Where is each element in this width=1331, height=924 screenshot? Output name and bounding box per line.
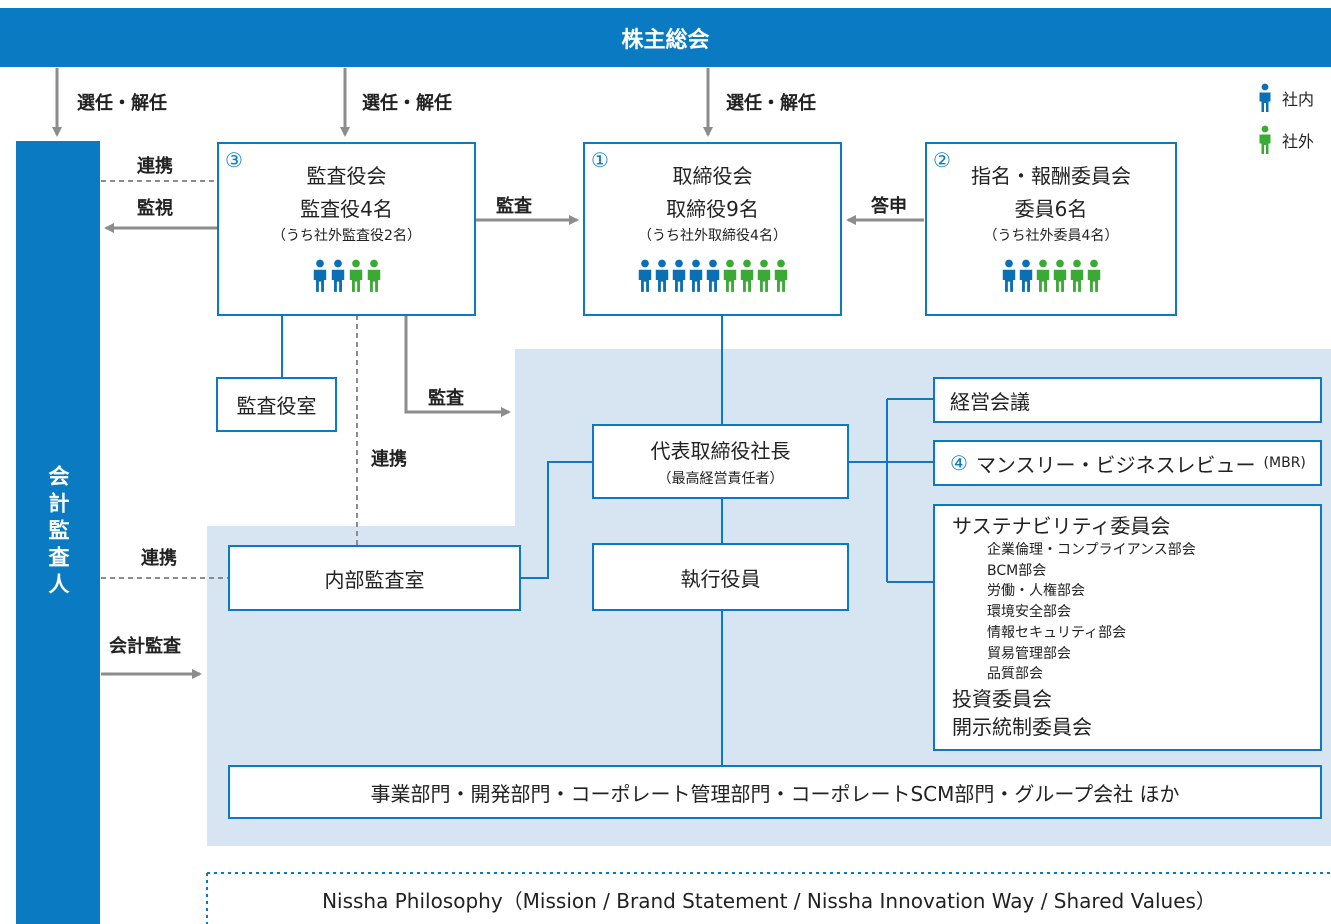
audit-board-number: ③ bbox=[225, 148, 243, 172]
mbr-number: ④ bbox=[950, 451, 968, 475]
legend-external-label: 社外 bbox=[1282, 132, 1315, 151]
audit-board-people bbox=[312, 259, 382, 293]
kansa-arrow-exec bbox=[404, 315, 511, 417]
board-title: 取締役会 bbox=[672, 164, 753, 188]
internal-audit-title: 内部監査室 bbox=[324, 567, 425, 592]
person-icon-internal bbox=[672, 259, 685, 292]
board-number: ① bbox=[591, 148, 609, 172]
person-icon-external bbox=[757, 259, 770, 292]
nomination-title: 指名・報酬委員会 bbox=[971, 164, 1131, 188]
person-icon-external bbox=[740, 259, 753, 292]
elect-label-2: 選任・解任 bbox=[362, 93, 452, 114]
person-icon-internal bbox=[1019, 259, 1032, 292]
accounting-auditor-title: 会計監査人 bbox=[46, 465, 70, 600]
person-icon-external bbox=[774, 259, 787, 292]
renkei-label-2: 連携 bbox=[371, 449, 407, 470]
audit-board-box: ③ 監査役会 監査役4名 （うち社外監査役2名） bbox=[217, 142, 476, 316]
person-icon-external bbox=[1087, 259, 1100, 292]
kaikei-kansa-label: 会計監査 bbox=[109, 636, 181, 657]
internal-audit-box: 内部監査室 bbox=[228, 545, 521, 611]
legend: 社内 社外 bbox=[1254, 83, 1329, 155]
subcommittee-item: 貿易管理部会 bbox=[987, 645, 1071, 662]
audit-board-count: 監査役4名 bbox=[300, 197, 393, 221]
disclosure-committee-title: 開示統制委員会 bbox=[952, 714, 1092, 739]
person-icon-internal bbox=[331, 259, 344, 292]
person-icon-external bbox=[1259, 125, 1271, 154]
management-meeting-title: 経営会議 bbox=[950, 389, 1030, 414]
kansa-label-2: 監査 bbox=[428, 388, 464, 409]
executive-officers-box: 執行役員 bbox=[592, 543, 849, 611]
board-count: 取締役9名 bbox=[666, 197, 759, 221]
divisions-title: 事業部門・開発部門・コーポレート管理部門・コーポレートSCM部門・グループ会社 … bbox=[370, 781, 1180, 806]
mbr-title: マンスリー・ビジネスレビュー bbox=[975, 452, 1256, 477]
person-icon-external bbox=[349, 259, 362, 292]
nomination-committee-box: ② 指名・報酬委員会 委員6名 （うち社外委員4名） bbox=[925, 142, 1177, 316]
nomination-people bbox=[1001, 259, 1102, 293]
mbr-abbr: (MBR) bbox=[1263, 455, 1306, 471]
person-icon-internal bbox=[655, 259, 668, 292]
subcommittee-item: BCM部会 bbox=[987, 562, 1047, 579]
renkei-label-3: 連携 bbox=[141, 548, 177, 569]
philosophy-title: Nissha Philosophy（Mission / Brand Statem… bbox=[322, 889, 1216, 913]
board-of-directors-box: ① 取締役会 取締役9名 （うち社外取締役4名） bbox=[583, 142, 842, 316]
legend-internal-label: 社内 bbox=[1282, 90, 1315, 109]
executive-officers-title: 執行役員 bbox=[680, 566, 761, 591]
kansa-label-1: 監査 bbox=[496, 196, 532, 217]
sustainability-title: サステナビリティ委員会 bbox=[952, 514, 1171, 538]
subcommittee-item: 品質部会 bbox=[987, 666, 1043, 683]
audit-board-title: 監査役会 bbox=[306, 164, 387, 188]
philosophy-area: Nissha Philosophy（Mission / Brand Statem… bbox=[207, 875, 1331, 924]
divisions-box: 事業部門・開発部門・コーポレート管理部門・コーポレートSCM部門・グループ会社 … bbox=[228, 765, 1322, 819]
shareholders-meeting-title: 株主総会 bbox=[621, 27, 710, 53]
person-icon-external bbox=[1053, 259, 1066, 292]
nomination-count: 委員6名 bbox=[1014, 197, 1088, 221]
management-meeting-box: 経営会議 bbox=[933, 377, 1322, 423]
nomination-outside-count: （うち社外委員4名） bbox=[983, 228, 1119, 244]
accounting-auditor-bar: 会計監査人 bbox=[16, 141, 100, 924]
person-icon-external bbox=[723, 259, 736, 292]
board-outside-count: （うち社外取締役4名） bbox=[638, 228, 787, 244]
person-icon-internal bbox=[706, 259, 719, 292]
person-icon-external bbox=[1070, 259, 1083, 292]
audit-office-title: 監査役室 bbox=[236, 394, 317, 418]
kanshi-label: 監視 bbox=[137, 198, 173, 219]
person-icon-internal bbox=[313, 259, 326, 292]
person-icon-internal bbox=[1259, 83, 1271, 112]
audit-office-box: 監査役室 bbox=[216, 377, 337, 432]
person-icon-external bbox=[1036, 259, 1049, 292]
toushin-label: 答申 bbox=[871, 196, 907, 217]
subcommittee-item: 情報セキュリティ部会 bbox=[987, 624, 1127, 641]
subcommittee-item: 企業倫理・コンプライアンス部会 bbox=[987, 542, 1196, 558]
subcommittee-item: 環境安全部会 bbox=[987, 604, 1071, 621]
person-icon-internal bbox=[1002, 259, 1015, 292]
elect-label-3: 選任・解任 bbox=[726, 93, 816, 114]
shareholders-meeting-bar: 株主総会 bbox=[0, 8, 1331, 67]
person-icon-internal bbox=[638, 259, 651, 292]
elect-label-1: 選任・解任 bbox=[77, 93, 167, 114]
subcommittee-item: 労働・人権部会 bbox=[987, 583, 1085, 600]
ceo-box: 代表取締役社長 （最高経営責任者） bbox=[592, 424, 849, 499]
sustainability-subcommittees: 企業倫理・コンプライアンス部会 BCM部会 労働・人権部会 環境安全部会 情報セ… bbox=[952, 540, 1320, 685]
nomination-number: ② bbox=[933, 148, 951, 172]
ceo-subtitle: （最高経営責任者） bbox=[657, 471, 784, 487]
ceo-title: 代表取締役社長 bbox=[650, 439, 791, 463]
renkei-label-1: 連携 bbox=[137, 156, 173, 177]
investment-committee-title: 投資委員会 bbox=[952, 686, 1052, 711]
board-people bbox=[637, 259, 789, 293]
committees-box: サステナビリティ委員会 企業倫理・コンプライアンス部会 BCM部会 労働・人権部… bbox=[933, 504, 1322, 751]
audit-board-outside-count: （うち社外監査役2名） bbox=[272, 228, 421, 244]
person-icon-internal bbox=[689, 259, 702, 292]
person-icon-external bbox=[367, 259, 380, 292]
mbr-box: ④ マンスリー・ビジネスレビュー (MBR) bbox=[933, 440, 1322, 486]
